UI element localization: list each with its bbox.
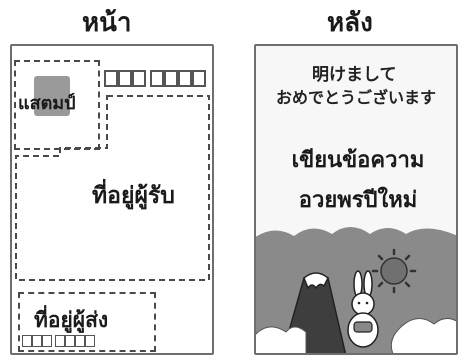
new-year-illustration [256,216,456,353]
stamp-label: แสตมป์ [18,93,76,114]
sender-postal-box [32,335,42,347]
greeting-jp-line2: おめでとうございます [276,88,437,107]
recipient-label: ที่อยู่ผู้รับ [92,183,175,209]
sender-postal-box [22,335,32,347]
back-title: หลัง [327,8,373,38]
postcard-back: 明けまして おめでとうございます เขียนข้อความ อวยพรปีใหม… [254,44,458,355]
message-line1: เขียนข้อความ [291,148,425,173]
sender-postal-box [55,335,65,347]
postal-code-box [178,70,192,87]
postal-code-box [132,70,146,87]
sender-postal-box [75,335,85,347]
sun-icon [371,248,417,294]
sender-label: ที่อยู่ผู้ส่ง [34,308,109,332]
postal-code-box [118,70,132,87]
greeting-jp-line1: 明けまして [312,65,397,85]
cloud-icon [390,318,456,353]
stamp-placeholder [34,76,70,116]
rabbit-icon [347,270,379,348]
message-line2: อวยพรปีใหม่ [298,188,418,213]
postal-code-box [150,70,164,87]
sender-postal-box [85,335,95,347]
front-title: หน้า [82,8,132,38]
postal-code-box [192,70,206,87]
postcard-front: แสตมป์ ที่อยู่ผู้รับ ที่อยู่ผู้ส่ง [10,44,214,355]
postal-code-box [104,70,118,87]
stamp-area: แสตมป์ [14,60,100,150]
cloud-icon [256,216,456,237]
cloud-icon [256,326,307,353]
sender-postal-box [42,335,52,347]
postal-code-box [164,70,178,87]
recipient-address-area [15,95,210,281]
sender-postal-box [65,335,75,347]
sender-address-area: ที่อยู่ผู้ส่ง [18,292,156,352]
